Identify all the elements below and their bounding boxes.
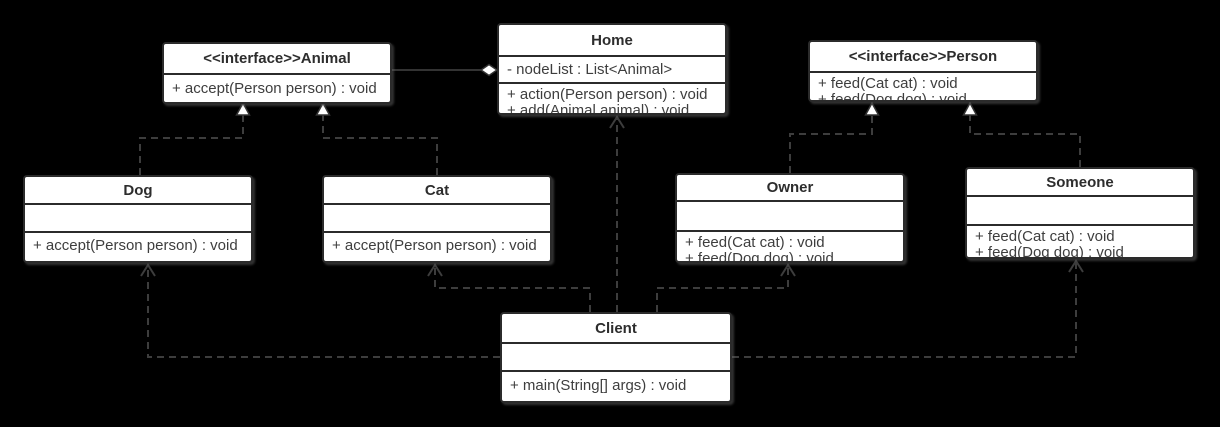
class-title-owner: Owner [766, 179, 814, 196]
method-row: + feed(Dog dog) : void [685, 250, 834, 262]
class-box-owner[interactable]: Owner + feed(Cat cat) : void + feed(Dog … [675, 173, 905, 263]
attribute-row: - nodeList : List<Animal> [507, 60, 673, 78]
methods-section: + feed(Cat cat) : void + feed(Dog dog) :… [677, 230, 903, 261]
edge-realization-cat-animal[interactable] [315, 101, 438, 175]
method-row: + action(Person person) : void [507, 86, 708, 103]
method-row: + feed(Cat cat) : void [818, 75, 958, 92]
methods-section: + accept(Person person) : void [164, 73, 390, 102]
method-row: + feed(Cat cat) : void [975, 228, 1115, 245]
dependency-arrow-icon [140, 263, 156, 277]
method-row: + feed(Dog dog) : void [975, 244, 1124, 258]
class-box-someone[interactable]: Someone + feed(Cat cat) : void + feed(Do… [965, 167, 1195, 259]
realization-triangle-icon [962, 101, 978, 116]
edge-dependency-client-someone[interactable] [732, 259, 1084, 358]
edge-realization-someone-person[interactable] [962, 101, 1081, 167]
class-box-cat[interactable]: Cat + accept(Person person) : void [322, 175, 552, 263]
attributes-section [677, 200, 903, 230]
dependency-arrow-icon [427, 263, 443, 277]
class-box-animal[interactable]: <<interface>>Animal + accept(Person pers… [162, 42, 392, 104]
edge-dependency-client-dog[interactable] [140, 263, 500, 358]
class-box-dog[interactable]: Dog + accept(Person person) : void [23, 175, 253, 263]
method-row: + add(Animal animal) : void [507, 102, 690, 114]
class-box-home[interactable]: Home - nodeList : List<Animal> + action(… [497, 23, 727, 115]
edge-dependency-client-home[interactable] [609, 115, 625, 312]
method-row: + accept(Person person) : void [332, 237, 537, 254]
edge-aggregation-home-animal[interactable] [390, 63, 499, 77]
methods-section: + action(Person person) : void + add(Ani… [499, 82, 725, 113]
edge-realization-dog-animal[interactable] [139, 101, 251, 175]
attributes-section [967, 195, 1193, 224]
aggregation-diamond-icon [479, 63, 499, 77]
edge-dependency-client-cat[interactable] [427, 263, 591, 312]
attributes-section [25, 203, 251, 231]
class-title-animal: <<interface>>Animal [203, 50, 351, 67]
dependency-arrow-icon [780, 263, 796, 277]
class-box-client[interactable]: Client + main(String[] args) : void [500, 312, 732, 403]
edge-dependency-client-owner[interactable] [656, 263, 796, 312]
class-title-someone: Someone [1046, 173, 1114, 191]
methods-section: + feed(Cat cat) : void + feed(Dog dog) :… [810, 71, 1036, 100]
edge-realization-owner-person[interactable] [789, 101, 880, 173]
method-row: + main(String[] args) : void [510, 376, 687, 394]
realization-triangle-icon [315, 101, 331, 116]
attributes-section: - nodeList : List<Animal> [499, 55, 725, 82]
method-row: + accept(Person person) : void [33, 237, 238, 254]
class-box-person[interactable]: <<interface>>Person + feed(Cat cat) : vo… [808, 40, 1038, 102]
methods-section: + accept(Person person) : void [25, 231, 251, 259]
attributes-section [324, 203, 550, 231]
method-row: + feed(Dog dog) : void [818, 91, 967, 101]
method-row: + accept(Person person) : void [172, 79, 377, 97]
class-title-person: <<interface>>Person [848, 48, 998, 65]
method-row: + feed(Cat cat) : void [685, 234, 825, 251]
realization-triangle-icon [235, 101, 251, 116]
dependency-arrow-icon [1068, 259, 1084, 273]
realization-triangle-icon [864, 101, 880, 116]
class-title-dog: Dog [123, 181, 153, 199]
methods-section: + main(String[] args) : void [502, 370, 730, 399]
attributes-section [502, 342, 730, 370]
class-title-cat: Cat [424, 181, 450, 199]
methods-section: + accept(Person person) : void [324, 231, 550, 259]
class-title-home: Home [591, 31, 633, 49]
dependency-arrow-icon [609, 115, 625, 129]
methods-section: + feed(Cat cat) : void + feed(Dog dog) :… [967, 224, 1193, 257]
class-title-client: Client [595, 319, 637, 337]
